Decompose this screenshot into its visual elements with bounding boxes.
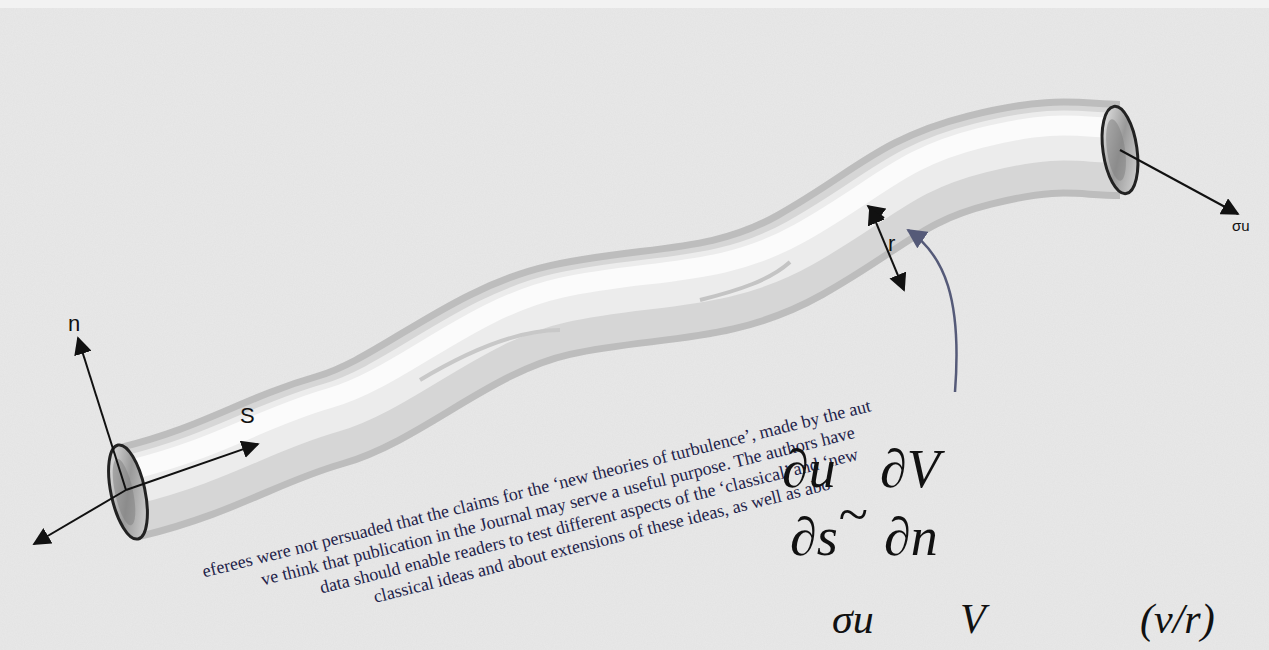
axis-label: n bbox=[68, 312, 80, 336]
tube-body bbox=[130, 126, 1120, 493]
equation-term: σu bbox=[832, 596, 874, 642]
equation-term: (ν/r) bbox=[1140, 596, 1215, 642]
equation-term: ∂s bbox=[790, 508, 838, 567]
axis-label: S bbox=[240, 404, 255, 428]
top-band bbox=[0, 0, 1269, 8]
axis-label: σu bbox=[1232, 218, 1250, 235]
equation-term: ∂V bbox=[880, 440, 940, 499]
equation-term: V bbox=[960, 596, 986, 642]
pointer-arrow bbox=[908, 230, 957, 392]
axis-label: r bbox=[888, 232, 895, 256]
equation-term: ∂n bbox=[884, 508, 938, 567]
equation-symbol: ~ bbox=[838, 486, 867, 545]
equation-term: ∂u bbox=[782, 440, 836, 499]
